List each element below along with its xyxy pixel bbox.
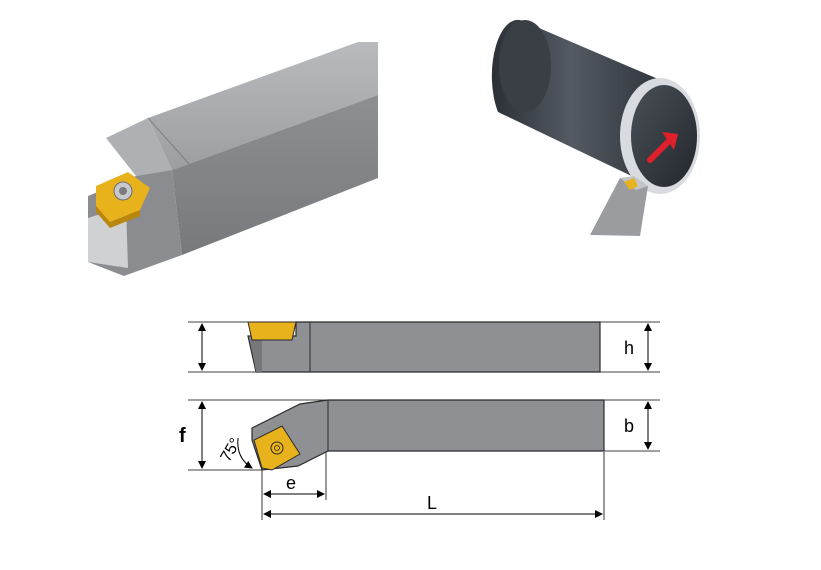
tool-holder-3d-view	[88, 42, 378, 276]
tool-in-use	[590, 178, 648, 236]
dim-f-label: f	[179, 425, 186, 447]
dim-h-label: h	[624, 338, 634, 358]
workpiece-end-face	[631, 85, 697, 187]
shank-top-face	[148, 42, 378, 170]
dim-e-label: e	[286, 473, 296, 493]
side-view-shank	[247, 321, 601, 373]
head-top-face	[106, 118, 172, 176]
side-view-drawing: h	[188, 321, 660, 373]
insert-in-use	[624, 178, 638, 190]
insert-screw-icon	[270, 441, 284, 455]
top-view-drawing: f b e L 75°	[179, 399, 660, 520]
side-view-insert	[247, 321, 297, 341]
dim-L-label: L	[427, 493, 437, 513]
angle-label: 75°	[218, 435, 245, 464]
shank-side-face	[172, 95, 378, 255]
dim-b-label: b	[624, 416, 634, 436]
angle-arc	[237, 437, 253, 469]
rotation-arrow-icon	[647, 132, 678, 163]
workpiece-view	[491, 19, 700, 236]
top-view-shank	[251, 399, 605, 471]
